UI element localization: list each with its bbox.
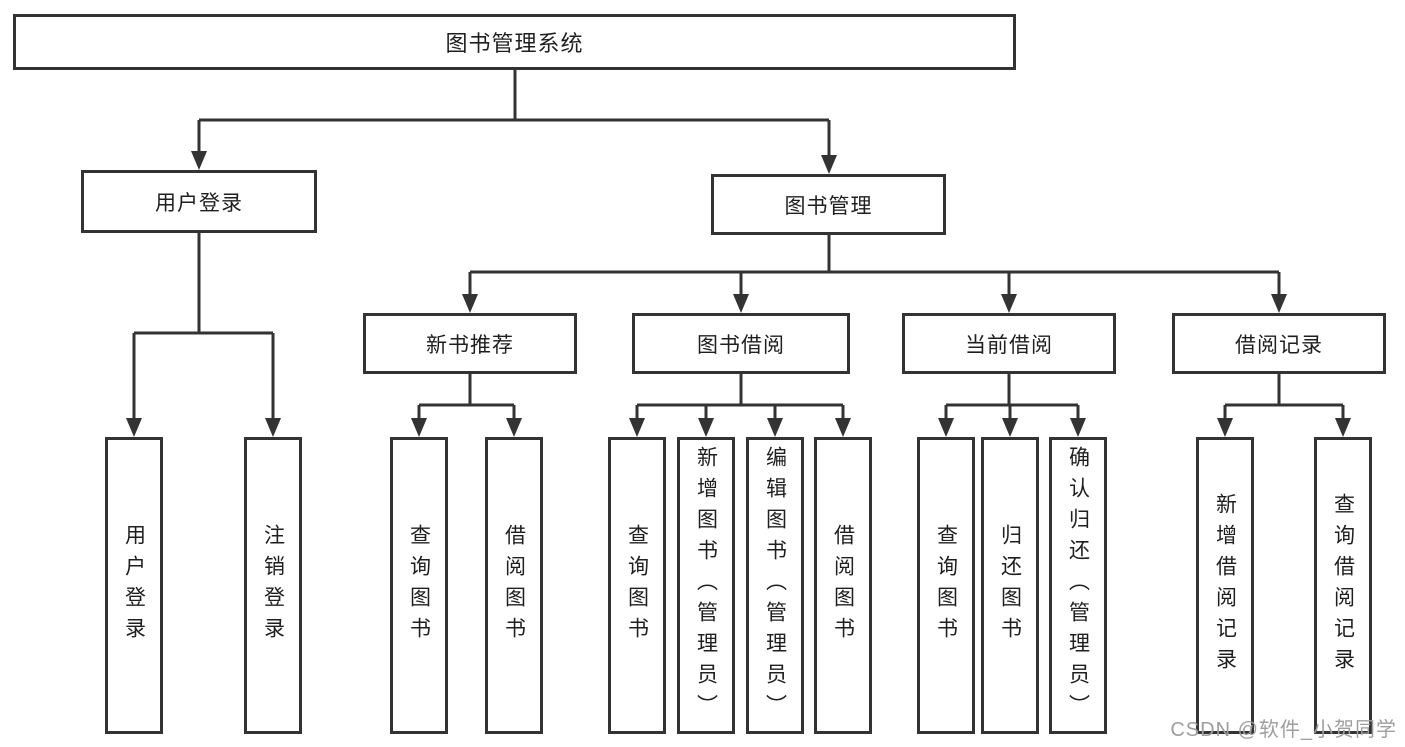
node-label: 借阅图书 bbox=[502, 523, 526, 648]
leaf-return-books: 归还图书 bbox=[981, 437, 1039, 734]
node-label: 查询借阅记录 bbox=[1331, 492, 1355, 679]
node-book-borrowing: 图书借阅 bbox=[632, 313, 850, 374]
leaf-query-books-recommendation: 查询图书 bbox=[390, 437, 448, 734]
node-label: 新增图书（管理员） bbox=[694, 446, 718, 725]
node-new-book-recommendation: 新书推荐 bbox=[363, 313, 577, 374]
node-borrowing-records: 借阅记录 bbox=[1172, 313, 1386, 374]
leaf-query-borrow-record: 查询借阅记录 bbox=[1314, 437, 1372, 734]
node-label: 用户登录 bbox=[122, 523, 146, 648]
node-user-login: 用户登录 bbox=[81, 170, 317, 233]
connector-borrowing-records-children bbox=[1217, 374, 1351, 437]
csdn-watermark: CSDN @软件_小贺同学 bbox=[1170, 719, 1397, 741]
connector-new-book-children bbox=[411, 374, 522, 437]
node-label: 新书推荐 bbox=[426, 333, 514, 357]
leaf-logout: 注销登录 bbox=[244, 437, 302, 734]
node-label: 查询图书 bbox=[625, 523, 649, 648]
leaf-borrow-books-recommendation: 借阅图书 bbox=[485, 437, 543, 734]
leaf-add-borrow-record: 新增借阅记录 bbox=[1196, 437, 1254, 734]
node-label: 图书管理 bbox=[784, 194, 873, 218]
connector-book-borrowing-children bbox=[629, 374, 851, 437]
node-label: 查询图书 bbox=[934, 523, 958, 648]
node-current-borrowing: 当前借阅 bbox=[902, 313, 1116, 374]
leaf-query-books-current: 查询图书 bbox=[917, 437, 975, 734]
leaf-query-books-borrowing: 查询图书 bbox=[608, 437, 666, 734]
connector-root-to-level1 bbox=[191, 70, 837, 174]
node-library-management-system: 图书管理系统 bbox=[13, 14, 1016, 70]
connector-current-borrowing-children bbox=[938, 374, 1086, 437]
leaf-edit-books-admin: 编辑图书（管理员） bbox=[746, 437, 804, 734]
node-label: 当前借阅 bbox=[965, 333, 1053, 357]
leaf-add-books-admin: 新增图书（管理员） bbox=[677, 437, 735, 734]
connector-book-management-children bbox=[462, 235, 1287, 313]
leaf-user-login: 用户登录 bbox=[105, 437, 163, 734]
node-label: 借阅记录 bbox=[1235, 333, 1323, 357]
node-label: 编辑图书（管理员） bbox=[763, 446, 787, 725]
leaf-confirm-return-admin: 确认归还（管理员） bbox=[1049, 437, 1107, 734]
node-book-management: 图书管理 bbox=[711, 174, 946, 235]
node-label: 新增借阅记录 bbox=[1213, 492, 1237, 679]
node-label: 借阅图书 bbox=[831, 523, 855, 648]
node-label: 用户登录 bbox=[155, 191, 243, 215]
leaf-borrow-books: 借阅图书 bbox=[814, 437, 872, 734]
node-label: 确认归还（管理员） bbox=[1066, 446, 1090, 725]
node-label: 注销登录 bbox=[261, 523, 285, 648]
node-label: 查询图书 bbox=[407, 523, 431, 648]
connector-user-login-children bbox=[126, 233, 281, 437]
node-label: 图书借阅 bbox=[697, 333, 785, 357]
node-label: 归还图书 bbox=[998, 523, 1022, 648]
node-label: 图书管理系统 bbox=[445, 31, 584, 56]
